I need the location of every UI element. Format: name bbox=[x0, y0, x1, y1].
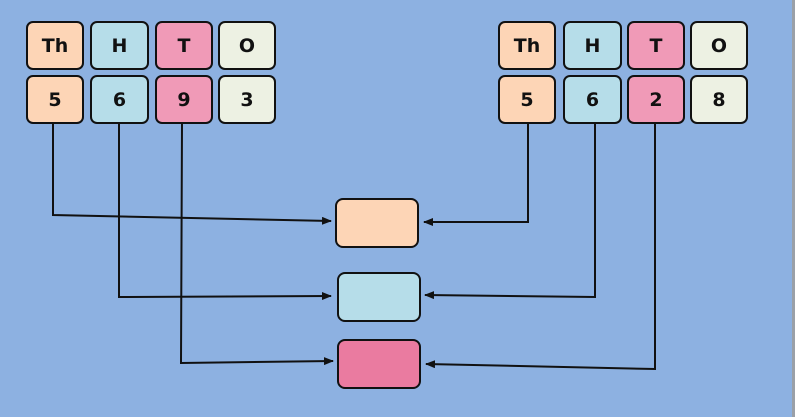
left-digit-ones: 3 bbox=[218, 75, 276, 124]
right-header-ones: O bbox=[690, 21, 748, 70]
left-header-thousands: Th bbox=[26, 21, 84, 70]
window-edge bbox=[792, 0, 795, 417]
arrow-right-thousands bbox=[423, 123, 529, 226]
right-digit-thousands: 5 bbox=[498, 75, 556, 124]
result-box-hundreds bbox=[337, 272, 421, 322]
arrow-right-tens bbox=[425, 123, 656, 371]
left-digit-thousands: 5 bbox=[26, 75, 84, 124]
left-digit-hundreds: 6 bbox=[90, 75, 149, 124]
left-header-hundreds: H bbox=[90, 21, 149, 70]
left-header-tens: T bbox=[155, 21, 213, 70]
arrow-left-hundreds bbox=[118, 123, 332, 301]
result-box-tens bbox=[337, 339, 421, 389]
arrow-left-thousands bbox=[52, 123, 332, 225]
right-header-thousands: Th bbox=[498, 21, 556, 70]
right-digit-ones: 8 bbox=[690, 75, 748, 124]
arrow-left-tens bbox=[179, 122, 334, 366]
right-digit-tens: 2 bbox=[627, 75, 685, 124]
right-header-hundreds: H bbox=[563, 21, 622, 70]
result-box-thousands bbox=[335, 198, 419, 248]
arrow-right-hundreds bbox=[424, 123, 596, 300]
right-header-tens: T bbox=[627, 21, 685, 70]
left-digit-tens: 9 bbox=[155, 75, 213, 124]
left-header-ones: O bbox=[218, 21, 276, 70]
right-digit-hundreds: 6 bbox=[563, 75, 622, 124]
